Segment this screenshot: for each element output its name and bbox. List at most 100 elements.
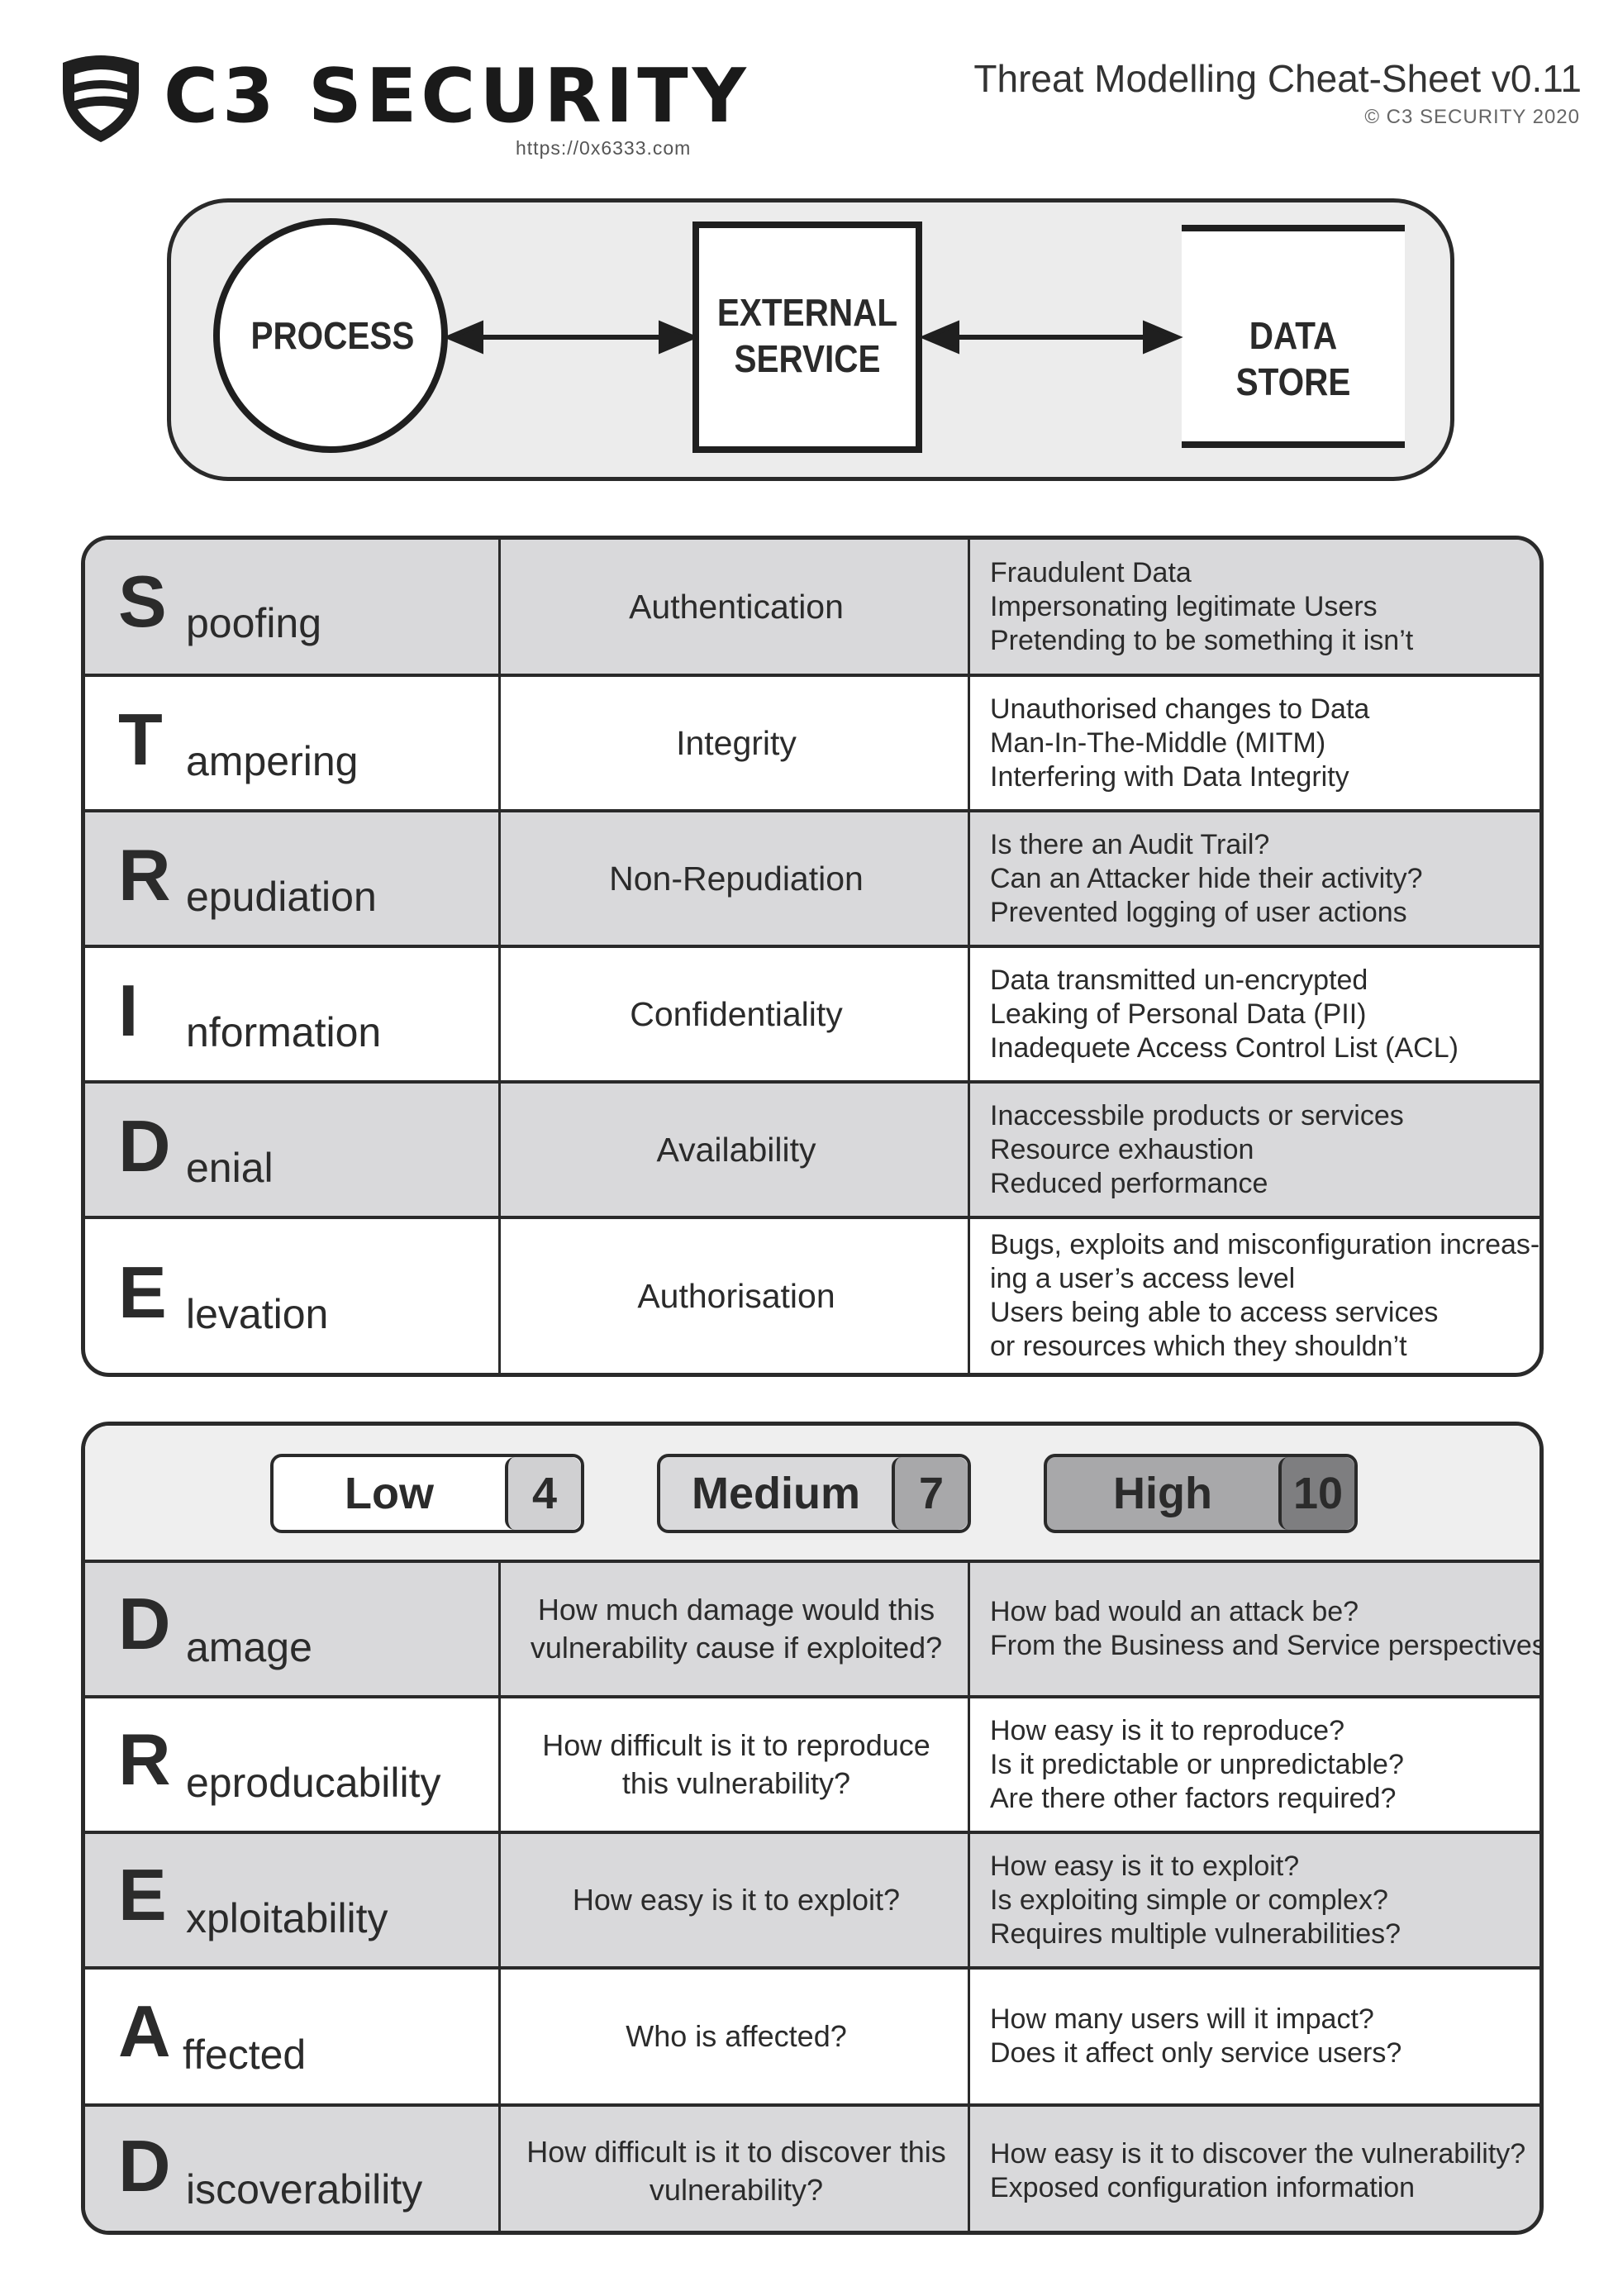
stride-property: Availability [656, 1131, 816, 1169]
stride-letter: R [118, 834, 171, 916]
note-line: How many users will it impact? [990, 2003, 1374, 2035]
stride-letter: I [118, 969, 139, 1051]
stride-property: Authorisation [637, 1277, 835, 1315]
dread-letter: D [118, 2125, 171, 2207]
question-line: Who is affected? [626, 2019, 847, 2053]
severity-label: Low [345, 1469, 434, 1518]
dread-word: iscoverability [186, 2166, 423, 2213]
stride-word: epudiation [186, 874, 377, 920]
stride-threats: Bugs, exploits and misconfiguration incr… [990, 1219, 1540, 1373]
stride-word: enial [186, 1145, 274, 1191]
severity-badge-medium: Medium 7 [657, 1454, 971, 1533]
column-divider [968, 1560, 970, 2231]
page-title: Threat Modelling Cheat-Sheet v0.11 [973, 57, 1582, 100]
dread-question: Who is affected? [502, 1970, 970, 2103]
question-line: this vulnerability? [621, 1766, 851, 1800]
dread-letter: D [118, 1583, 171, 1665]
question-line: How difficult is it to discover this [526, 2135, 946, 2169]
note-line: Does it affect only service users? [990, 2037, 1402, 2069]
severity-score: 10 [1278, 1457, 1354, 1530]
column-divider [498, 540, 501, 1373]
stride-word: poofing [186, 600, 322, 646]
severity-score: 4 [505, 1457, 581, 1530]
dread-notes: How many users will it impact?Does it af… [990, 1970, 1526, 2103]
stride-property: Confidentiality [630, 995, 843, 1033]
dread-notes: How easy is it to discover the vulnerabi… [990, 2107, 1526, 2231]
data-store-box [1182, 228, 1405, 445]
note-line: Requires multiple vulnerabilities? [990, 1917, 1401, 1950]
dfd-diagram [213, 218, 1405, 453]
threat-line: Can an Attacker hide their activity? [990, 862, 1423, 894]
threat-line: Bugs, exploits and misconfiguration incr… [990, 1229, 1540, 1260]
note-line: How bad would an attack be? [990, 1596, 1359, 1627]
threat-line: Fraudulent Data [990, 556, 1192, 588]
stride-property: Non-Repudiation [609, 860, 864, 898]
brand-url[interactable]: https://0x6333.com [516, 137, 692, 159]
threat-line: ing a user’s access level [990, 1263, 1296, 1294]
threat-line: Impersonating legitimate Users [990, 590, 1378, 622]
severity-badge-low: Low 4 [270, 1454, 584, 1533]
dread-letter: A [118, 1990, 171, 2072]
stride-letter: D [118, 1105, 171, 1187]
dread-word: amage [186, 1624, 312, 1670]
brand-name: C3 SECURITY [164, 53, 750, 140]
external-service-box [692, 222, 922, 453]
note-line: Is exploiting simple or complex? [990, 1884, 1388, 1916]
note-line: How easy is it to exploit? [990, 1850, 1300, 1882]
note-line: Exposed configuration information [990, 2172, 1416, 2203]
stride-letter: S [118, 560, 167, 642]
column-divider [968, 540, 970, 1373]
threat-line: Interfering with Data Integrity [990, 760, 1349, 793]
column-divider [498, 1560, 501, 2231]
question-line: vulnerability? [649, 2173, 824, 2207]
threat-line: Man-In-The-Middle (MITM) [990, 726, 1326, 759]
question-line: vulnerability cause if exploited? [530, 1631, 943, 1665]
stride-letter: T [118, 698, 163, 780]
shield-logo-icon [63, 55, 139, 142]
threat-line: Inaccessbile products or services [990, 1099, 1404, 1131]
severity-score: 7 [892, 1457, 968, 1530]
bidirectional-arrow-icon [919, 320, 1183, 355]
dread-question: How difficult is it to discover this vuln… [502, 2107, 970, 2231]
process-label: PROCESS [250, 314, 415, 357]
external-service-line-2: SERVICE [734, 337, 881, 380]
threat-line: Unauthorised changes to Data [990, 693, 1370, 725]
note-line: Are there other factors required? [990, 1782, 1397, 1814]
external-service-label: EXTERNAL SERVICE [709, 289, 906, 382]
process-circle [213, 218, 448, 453]
dread-notes: How easy is it to reproduce?Is it predic… [990, 1698, 1526, 1831]
dread-letter: R [118, 1718, 171, 1800]
stride-threats: Is there an Audit Trail?Can an Attacker … [990, 812, 1526, 945]
note-line: From the Business and Service perspectiv… [990, 1630, 1544, 1661]
threat-line: or resources which they shouldn’t [990, 1331, 1407, 1362]
threat-line: Data transmitted un-encrypted [990, 964, 1368, 996]
threat-line: Pretending to be something it isn’t [990, 624, 1414, 656]
threat-line: Inadequete Access Control List (ACL) [990, 1031, 1459, 1064]
threat-line: Prevented logging of user actions [990, 896, 1407, 928]
stride-property: Integrity [676, 724, 797, 762]
dread-notes: How bad would an attack be?From the Busi… [990, 1563, 1544, 1695]
stride-word: ampering [186, 738, 359, 784]
dread-question: How easy is it to exploit? [502, 1834, 970, 1966]
stride-word: nformation [186, 1009, 382, 1055]
external-service-line-1: EXTERNAL [716, 291, 898, 334]
note-line: How easy is it to reproduce? [990, 1714, 1344, 1746]
bidirectional-arrow-icon [443, 320, 699, 355]
severity-label: Medium [691, 1469, 860, 1518]
